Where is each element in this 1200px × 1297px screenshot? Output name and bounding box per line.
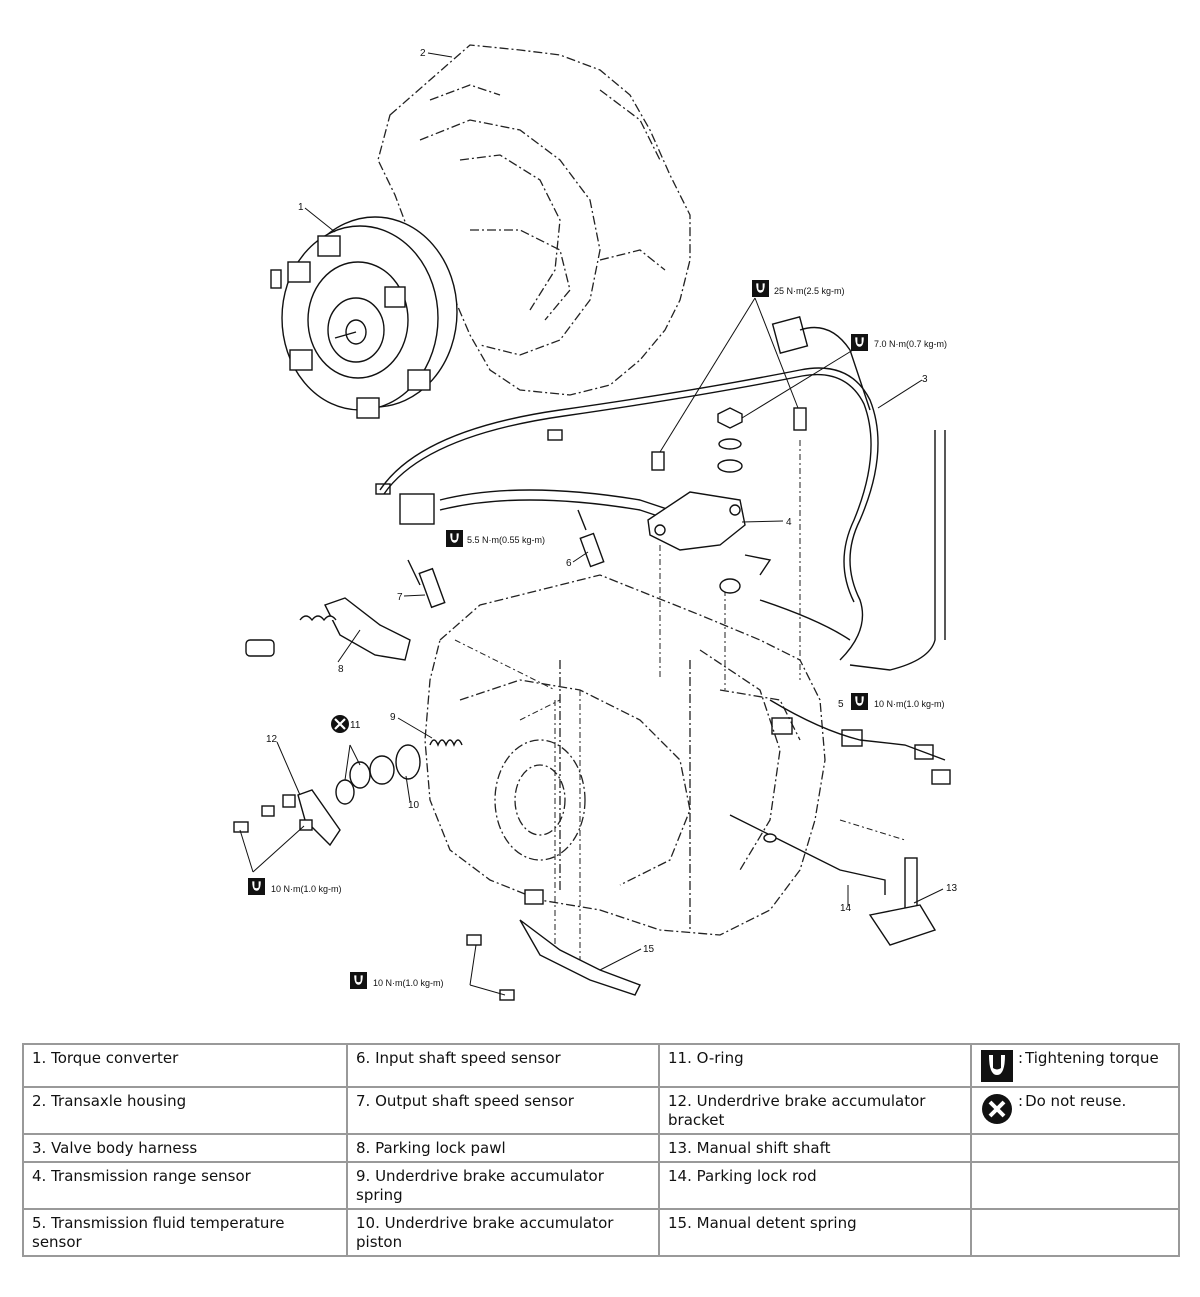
legend-item: 6. Input shaft speed sensor xyxy=(346,1043,660,1088)
torque-label-25nm: 25 N·m(2.5 kg-m) xyxy=(774,286,845,296)
callout-labels: 2 1 3 4 5 6 7 8 9 10 11 12 13 14 15 xyxy=(266,48,958,955)
alignment-lines xyxy=(454,440,906,960)
legend-item: 8. Parking lock pawl xyxy=(346,1133,660,1163)
legend-symbol-do-not-reuse: : Do not reuse. xyxy=(980,1092,1170,1126)
legend-item: 5. Transmission fluid temperature sensor xyxy=(22,1208,348,1257)
legend-item: 13. Manual shift shaft xyxy=(658,1133,972,1163)
underdrive-brake-accumulator-spring xyxy=(429,739,463,747)
transmission-range-sensor xyxy=(647,407,807,594)
torque-converter xyxy=(270,216,458,419)
callout-14: 14 xyxy=(840,903,852,914)
transaxle-housing xyxy=(377,44,691,396)
legend-item: 3. Valve body harness xyxy=(22,1133,348,1163)
callout-8: 8 xyxy=(338,664,344,675)
callout-10: 10 xyxy=(408,800,420,811)
callout-1: 1 xyxy=(298,202,304,213)
tightening-torque-icon xyxy=(851,334,868,351)
manual-detent-spring xyxy=(466,889,641,1001)
tightening-torque-icon xyxy=(248,878,265,895)
legend-symbol-label: Do not reuse. xyxy=(1025,1092,1127,1110)
legend-row: 5. Transmission fluid temperature sensor… xyxy=(22,1208,1180,1257)
legend-item: 10. Underdrive brake accumulator piston xyxy=(346,1208,660,1257)
torque-label-10nm-bracket: 10 N·m(1.0 kg-m) xyxy=(271,884,342,894)
torque-label-10nm-detent: 10 N·m(1.0 kg-m) xyxy=(373,978,444,988)
valve-body-harness xyxy=(375,316,951,785)
callout-13: 13 xyxy=(946,883,958,894)
torque-label-5-5nm: 5.5 N·m(0.55 kg-m) xyxy=(467,535,545,545)
legend-item: 2. Transaxle housing xyxy=(22,1086,348,1135)
tightening-torque-icon xyxy=(981,1050,1013,1082)
tightening-torque-icon xyxy=(446,530,463,547)
legend-item: 11. O-ring xyxy=(658,1043,972,1088)
input-shaft-speed-sensor xyxy=(577,509,605,568)
callout-4: 4 xyxy=(786,517,792,528)
tightening-torque-icon xyxy=(350,972,367,989)
do-not-reuse-icon xyxy=(982,1094,1012,1124)
callout-leaders xyxy=(276,52,944,971)
do-not-reuse-icon xyxy=(331,715,349,733)
o-ring xyxy=(335,761,371,805)
torque-label-10nm-sensor: 10 N·m(1.0 kg-m) xyxy=(874,699,945,709)
callout-12: 12 xyxy=(266,734,278,745)
torque-labels: 25 N·m(2.5 kg-m) 7.0 N·m(0.7 kg-m) 5.5 N… xyxy=(239,280,947,996)
callout-3: 3 xyxy=(922,374,928,385)
callout-2: 2 xyxy=(420,48,426,59)
legend-item: 9. Underdrive brake accumulator spring xyxy=(346,1161,660,1210)
legend-item: 1. Torque converter xyxy=(22,1043,348,1088)
torque-label-7nm: 7.0 N·m(0.7 kg-m) xyxy=(874,339,947,349)
output-shaft-speed-sensor xyxy=(407,559,446,609)
legend-symbol-label: Tightening torque xyxy=(1025,1049,1159,1067)
callout-15: 15 xyxy=(643,944,655,955)
parts-legend-table: 1. Torque converter 6. Input shaft speed… xyxy=(22,1043,1180,1257)
legend-item: 12. Underdrive brake accumulator bracket xyxy=(658,1086,972,1135)
manual-shift-shaft xyxy=(868,857,937,946)
parking-lock-pawl xyxy=(245,597,411,661)
legend-row: 2. Transaxle housing 7. Output shaft spe… xyxy=(22,1086,1180,1135)
callout-11: 11 xyxy=(350,720,361,731)
legend-item: 15. Manual detent spring xyxy=(658,1208,972,1257)
parking-lock-rod xyxy=(729,814,886,895)
legend-symbol-tightening-torque: : Tightening torque xyxy=(980,1049,1170,1083)
transmission-case xyxy=(424,574,826,936)
exploded-view-diagram: 2 1 3 4 5 6 7 8 9 10 11 12 13 14 15 25 N… xyxy=(233,44,958,1001)
legend-row: 1. Torque converter 6. Input shaft speed… xyxy=(22,1043,1180,1088)
underdrive-brake-accumulator-piston xyxy=(369,744,421,785)
tightening-torque-icon xyxy=(752,280,769,297)
callout-7: 7 xyxy=(397,592,403,603)
legend-item: 14. Parking lock rod xyxy=(658,1161,972,1210)
legend-row: 4. Transmission range sensor 9. Underdri… xyxy=(22,1161,1180,1210)
callout-5: 5 xyxy=(838,699,844,710)
legend-item: 4. Transmission range sensor xyxy=(22,1161,348,1210)
tightening-torque-icon xyxy=(851,693,868,710)
legend-row: 3. Valve body harness 8. Parking lock pa… xyxy=(22,1133,1180,1163)
underdrive-brake-accumulator-bracket xyxy=(233,789,341,847)
legend-item: 7. Output shaft speed sensor xyxy=(346,1086,660,1135)
callout-9: 9 xyxy=(390,712,396,723)
callout-6: 6 xyxy=(566,558,572,569)
